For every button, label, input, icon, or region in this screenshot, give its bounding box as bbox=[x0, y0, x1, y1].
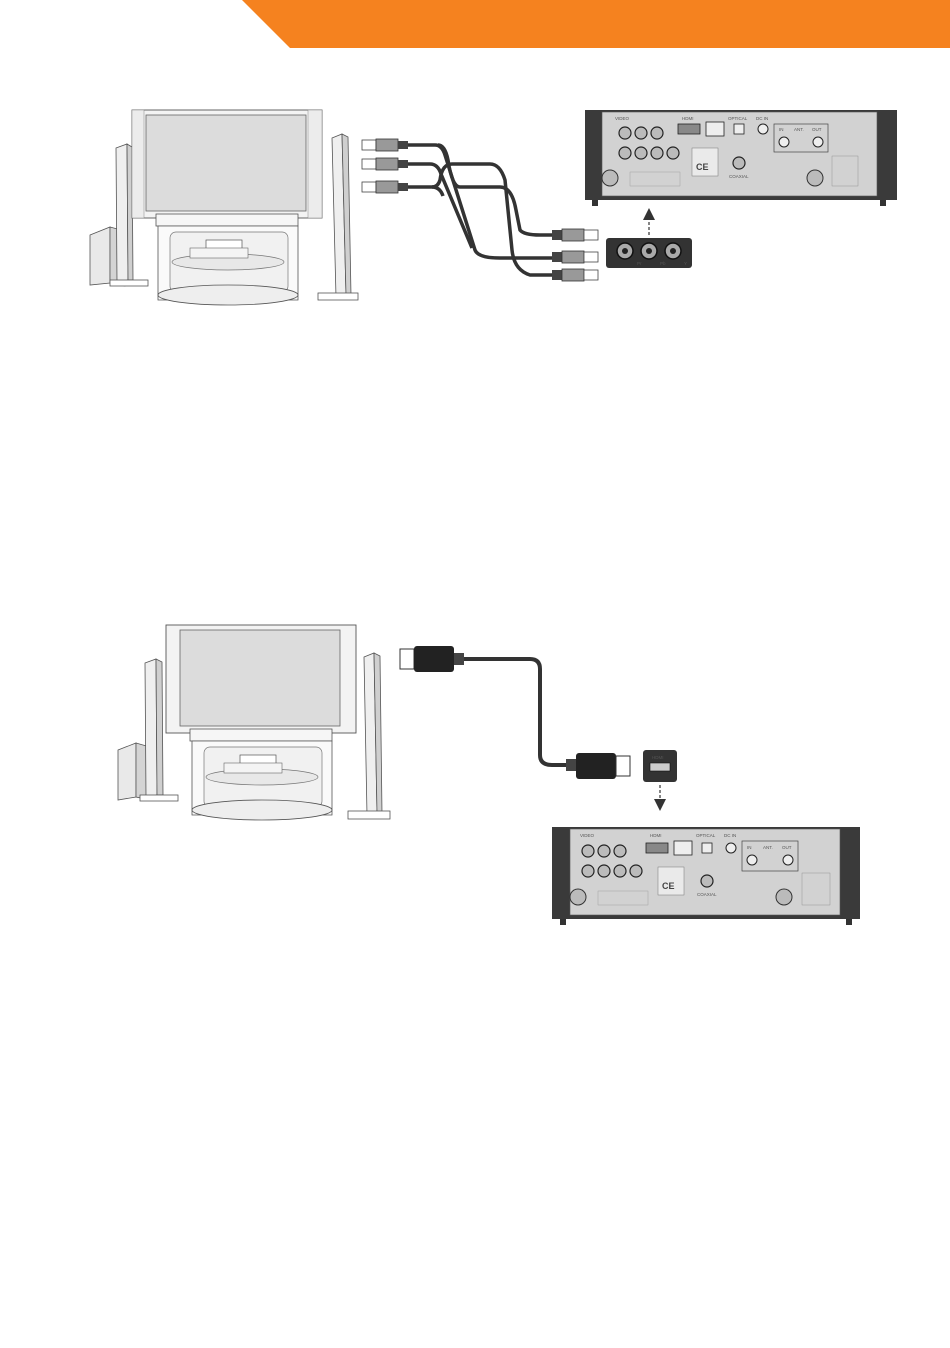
label-rf-ant: ANT. bbox=[794, 127, 804, 132]
label-coaxial-2: COAXIAL bbox=[697, 892, 717, 897]
arrow-down-icon bbox=[654, 785, 666, 811]
label-coaxial: COAXIAL bbox=[729, 174, 749, 179]
hdmi-cable-illustration bbox=[400, 646, 630, 779]
hdmi-connection-figure: HDMI VIDEO HDMI OPTICAL DC IN COAXIAL IN… bbox=[100, 615, 870, 930]
component-port-inset: Pr Pb Y bbox=[606, 238, 692, 268]
ce-mark: CE bbox=[696, 162, 709, 172]
label-hdmi-2: HDMI bbox=[650, 833, 662, 838]
hdmi-port-inset: HDMI bbox=[643, 750, 677, 782]
label-rf-in-2: IN bbox=[747, 845, 752, 850]
media-player-rear-panel-hdmi: VIDEO HDMI OPTICAL DC IN COAXIAL IN ANT.… bbox=[552, 827, 860, 925]
component-cable-illustration bbox=[362, 139, 598, 281]
header-accent-bar bbox=[0, 0, 950, 50]
home-theater-illustration bbox=[90, 110, 358, 305]
inset-label-pb: Pb bbox=[660, 261, 666, 266]
label-hdmi: HDMI bbox=[682, 116, 694, 121]
label-dcin-2: DC IN bbox=[724, 833, 736, 838]
component-connection-figure: Pr Pb Y VIDEO HDMI OPTICAL DC IN COAXIAL bbox=[80, 100, 910, 315]
label-dcin: DC IN bbox=[756, 116, 768, 121]
label-video-2: VIDEO bbox=[580, 833, 595, 838]
label-rf-out: OUT bbox=[812, 127, 822, 132]
inset-label-hdmi: HDMI bbox=[652, 755, 664, 760]
inset-label-pr: Pr bbox=[637, 261, 642, 266]
label-rf-in: IN bbox=[779, 127, 784, 132]
arrow-up-icon bbox=[643, 208, 655, 235]
media-player-rear-panel: VIDEO HDMI OPTICAL DC IN COAXIAL IN ANT.… bbox=[585, 110, 897, 206]
label-optical: OPTICAL bbox=[728, 116, 748, 121]
home-theater-illustration-hdmi bbox=[118, 625, 390, 820]
label-rf-out-2: OUT bbox=[782, 845, 792, 850]
label-video: VIDEO bbox=[615, 116, 630, 121]
ce-mark-2: CE bbox=[662, 881, 675, 891]
label-rf-ant-2: ANT. bbox=[763, 845, 773, 850]
inset-label-y: Y bbox=[684, 261, 687, 266]
label-optical-2: OPTICAL bbox=[696, 833, 716, 838]
